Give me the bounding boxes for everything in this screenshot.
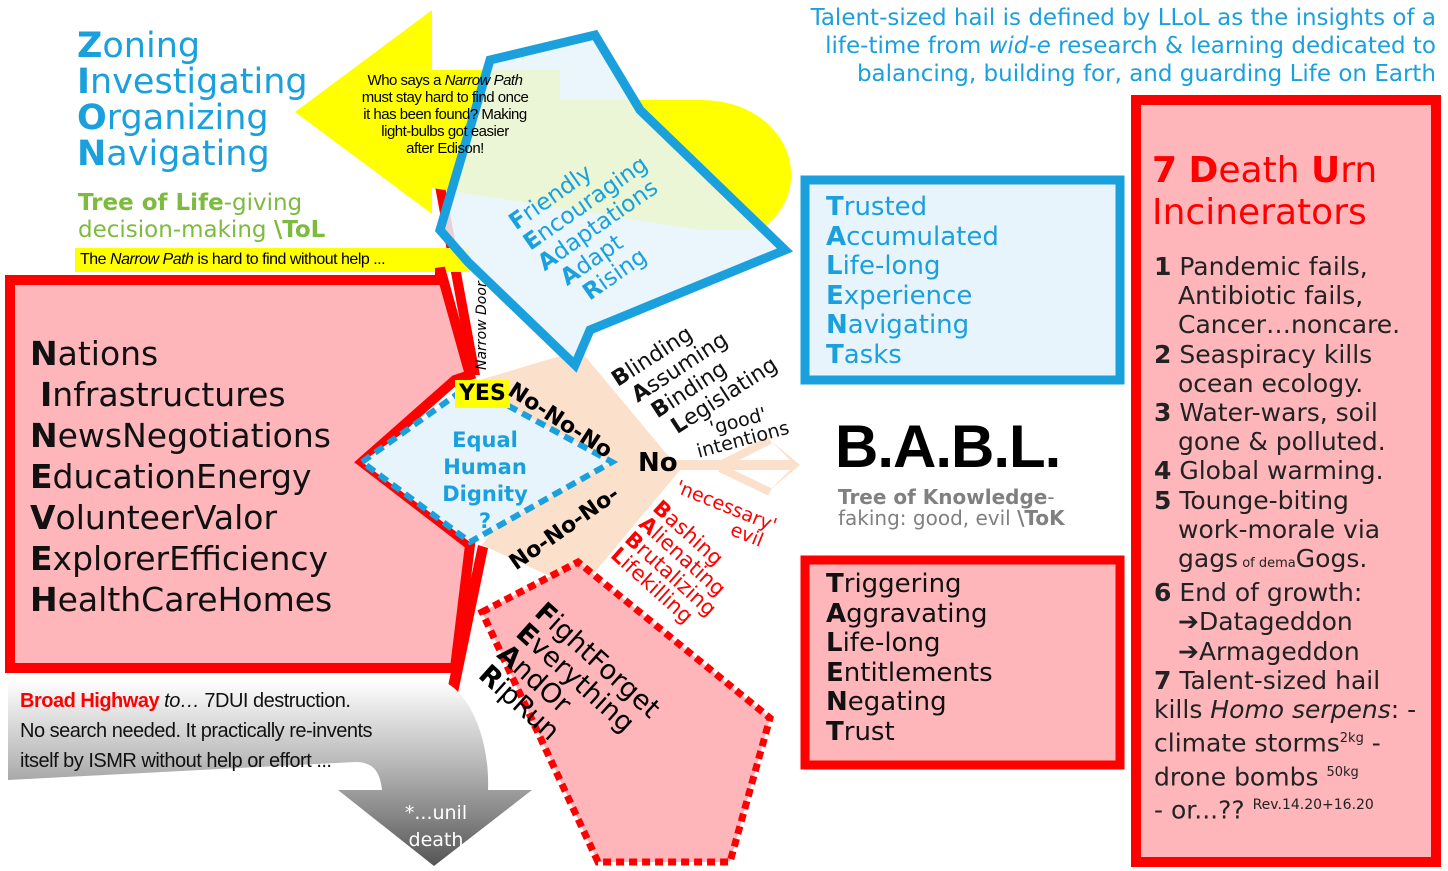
nineveh-item: Infrastructures bbox=[40, 375, 286, 414]
nineveh-item: VolunteerValor bbox=[30, 498, 278, 537]
narrow-path-text: The Narrow Path is hard to find without … bbox=[80, 251, 386, 268]
death-box bbox=[1131, 95, 1441, 867]
broad-highway-text: Broad Highway to… 7DUI destruction. No s… bbox=[20, 690, 373, 772]
feaar-box bbox=[434, 29, 794, 373]
taletn-item: Entitlements bbox=[826, 657, 993, 688]
talent-hail-definition: Talent-sized hail is defined by LLoL as … bbox=[810, 5, 1436, 87]
taletn-item: Aggravating bbox=[826, 598, 988, 629]
nineveh-item: HealthCareHomes bbox=[30, 580, 333, 619]
nineveh-list: Nations Infrastructures NewsNegotiations… bbox=[30, 333, 332, 620]
fear-box bbox=[477, 557, 774, 866]
taletn-item: Triggering bbox=[826, 569, 962, 599]
talent-item: Experience bbox=[826, 280, 973, 311]
nineveh-item: EducationEnergy bbox=[30, 457, 312, 496]
death-urn-title: 7 Death Urn Incinerators bbox=[1152, 150, 1378, 233]
narrow-door-label: Narrow Door bbox=[474, 281, 490, 370]
taletn-item: Trust bbox=[826, 716, 895, 747]
broad-highway-arrow bbox=[8, 680, 532, 866]
yes-label: YES bbox=[455, 380, 510, 408]
talent-list: Trusted Accumulated Life-long Experience… bbox=[826, 192, 999, 370]
nineveh-item: ExplorerEfficiency bbox=[30, 539, 329, 578]
no-label: No bbox=[638, 448, 678, 478]
zion-item: Organizing bbox=[77, 98, 269, 138]
equal-human-dignity: Equal Human Dignity ? bbox=[442, 428, 528, 533]
nineveh-item: NewsNegotiations bbox=[30, 416, 331, 455]
peach-arrow-up bbox=[718, 436, 772, 469]
talent-item: Life-long bbox=[826, 251, 941, 281]
taletn-list: Triggering Aggravating Life-long Entitle… bbox=[826, 569, 993, 747]
zion-item: Navigating bbox=[77, 134, 270, 174]
zion-item: Investigating bbox=[77, 62, 308, 102]
tree-of-knowledge-label: Tree of Knowledge- faking: good, evil \T… bbox=[838, 485, 1065, 530]
taletn-box bbox=[800, 555, 1125, 770]
taletn-item: Negating bbox=[826, 687, 947, 717]
peach-arrow-down bbox=[718, 464, 772, 496]
zion-list: Zoning Investigating Organizing Navigati… bbox=[77, 28, 308, 172]
talent-item: Navigating bbox=[826, 310, 970, 340]
yellow-arrow-text: Who says a Narrow Path must stay hard to… bbox=[361, 72, 529, 157]
taletn-item: Life-long bbox=[826, 628, 941, 658]
talent-item: Accumulated bbox=[826, 221, 999, 252]
talent-box bbox=[800, 175, 1125, 385]
until-death-label: *...unil death bbox=[404, 802, 468, 851]
diamond bbox=[356, 381, 619, 546]
talent-item: Trusted bbox=[826, 192, 928, 222]
nineveh-box bbox=[5, 266, 477, 673]
death-urn-list: 1 Pandemic fails, Antibiotic fails, Canc… bbox=[1154, 252, 1417, 825]
tree-of-life-label: Tree of Life-giving decision-making \ToL bbox=[78, 190, 326, 243]
nineveh-item: Nations bbox=[30, 334, 159, 373]
narrow-path-bar bbox=[75, 248, 470, 272]
talent-item: Tasks bbox=[826, 339, 902, 370]
babl-title: B.A.B.L. bbox=[835, 413, 1061, 480]
zion-item: Zoning bbox=[77, 26, 201, 66]
